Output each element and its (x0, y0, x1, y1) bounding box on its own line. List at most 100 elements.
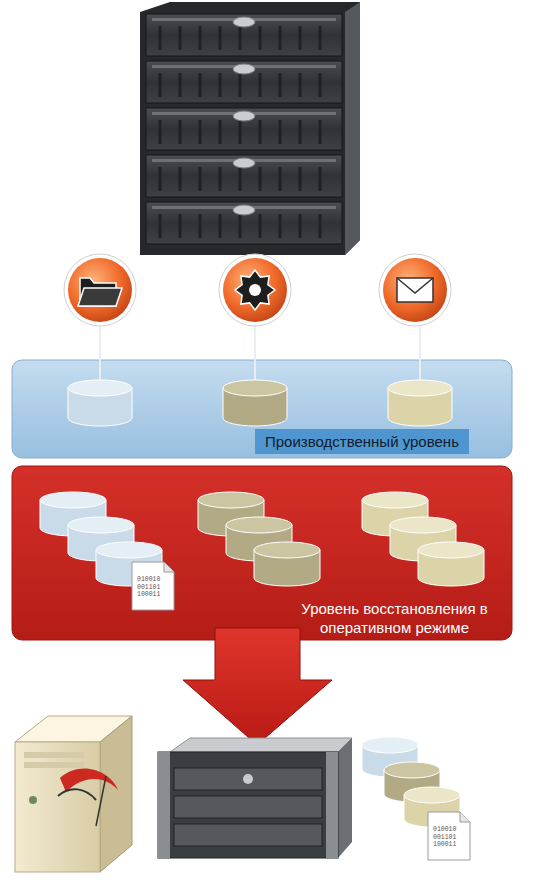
rack-vent (319, 120, 322, 144)
rack-vent (159, 120, 162, 144)
cylinder-top (384, 762, 440, 778)
server-rack-part (140, 2, 360, 255)
rack-vent (319, 167, 322, 191)
rack-vent (219, 214, 222, 238)
rack-vent (179, 214, 182, 238)
cylinder-top (68, 517, 134, 533)
rack-badge (233, 64, 255, 74)
tower-server-part (58, 789, 96, 800)
gear-icon (249, 284, 261, 296)
server-rack-part (345, 2, 360, 255)
gear-icon (235, 270, 275, 310)
icon-lines-part (99, 324, 101, 388)
rack-vent (299, 214, 302, 238)
tower-server-part (100, 716, 132, 872)
tower-server-part (60, 769, 118, 792)
rack-vent (159, 167, 162, 191)
rack-server-part (338, 738, 352, 858)
production-band: Производственный уровень (12, 360, 512, 458)
rack-unit (146, 155, 342, 197)
rack-vent (219, 120, 222, 144)
rack-vent (259, 26, 262, 50)
recovery-band: Уровень восстановления в оперативном реж… (12, 466, 512, 640)
rack-server-part (174, 796, 322, 818)
rack-vent (199, 167, 202, 191)
rack-vent (239, 214, 242, 238)
rack-server-part (158, 752, 170, 858)
icon-lines (100, 324, 420, 388)
rack-vent (199, 120, 202, 144)
rack-vent (299, 167, 302, 191)
rack-unit (146, 61, 342, 103)
binary-text: 010010 001101 100011 (433, 826, 463, 849)
rack-vent (259, 73, 262, 97)
rack-server-part (170, 738, 352, 752)
cylinder-top (223, 380, 287, 396)
rack-vent (279, 26, 282, 50)
icon-circle (383, 258, 447, 322)
rack-vent (179, 73, 182, 97)
cylinder-top (418, 542, 484, 558)
envelope-icon (397, 278, 433, 302)
icon-ring (379, 254, 451, 326)
rack-vent (299, 120, 302, 144)
cylinder-top (388, 380, 452, 396)
rack-vent (319, 26, 322, 50)
tower-server-part (24, 752, 84, 758)
cylinder-top (40, 492, 106, 508)
rack-vent (279, 73, 282, 97)
tower-server-part (96, 776, 106, 826)
server-rack (140, 2, 360, 255)
rack-unit (146, 202, 342, 244)
service-icons (64, 254, 451, 326)
rack-server-part (326, 752, 338, 858)
tower-server (15, 716, 132, 872)
document-icon (428, 812, 470, 860)
document-icon-fold (164, 562, 174, 572)
rack-server-part (174, 824, 322, 846)
rack-vent (319, 73, 322, 97)
rack-server-part (243, 774, 253, 784)
production-band-ground (12, 360, 512, 458)
rack-vent (259, 167, 262, 191)
icon-ring (64, 254, 136, 326)
icon-ring (219, 254, 291, 326)
rack-badge (233, 17, 255, 27)
rack-vent (299, 26, 302, 50)
down-arrow (183, 628, 332, 745)
rack-vent (279, 214, 282, 238)
rack-vent (179, 26, 182, 50)
rack-unit (146, 14, 342, 56)
cylinder-top (198, 492, 264, 508)
band-title: Производственный уровень (255, 429, 469, 454)
icon-circle (223, 258, 287, 322)
rack-vent (239, 26, 242, 50)
cylinder-top (96, 542, 162, 558)
tower-server-part (29, 796, 37, 804)
cylinder-top (68, 380, 132, 396)
icon-circle (68, 258, 132, 322)
rack-vent (279, 167, 282, 191)
envelope-icon (397, 278, 433, 293)
rack-server-part (174, 768, 322, 790)
icon-lines-part (419, 324, 421, 388)
rack-badge (233, 111, 255, 121)
rack-vent (239, 167, 242, 191)
tower-server-part (15, 742, 100, 872)
binary-text: 010010 001101 100011 (137, 576, 167, 599)
rack-vent (159, 26, 162, 50)
rack-vent (219, 73, 222, 97)
tower-server-part (24, 762, 84, 768)
rack-vent (219, 26, 222, 50)
rack-vent (159, 214, 162, 238)
rack-vent (319, 214, 322, 238)
cylinder-top (226, 517, 292, 533)
cylinder-top (390, 517, 456, 533)
rack-vent (219, 167, 222, 191)
document-icon-fold (460, 812, 470, 822)
rack-server (158, 738, 352, 858)
rack-vent (279, 120, 282, 144)
rack-vent (199, 26, 202, 50)
rack-vent (259, 120, 262, 144)
